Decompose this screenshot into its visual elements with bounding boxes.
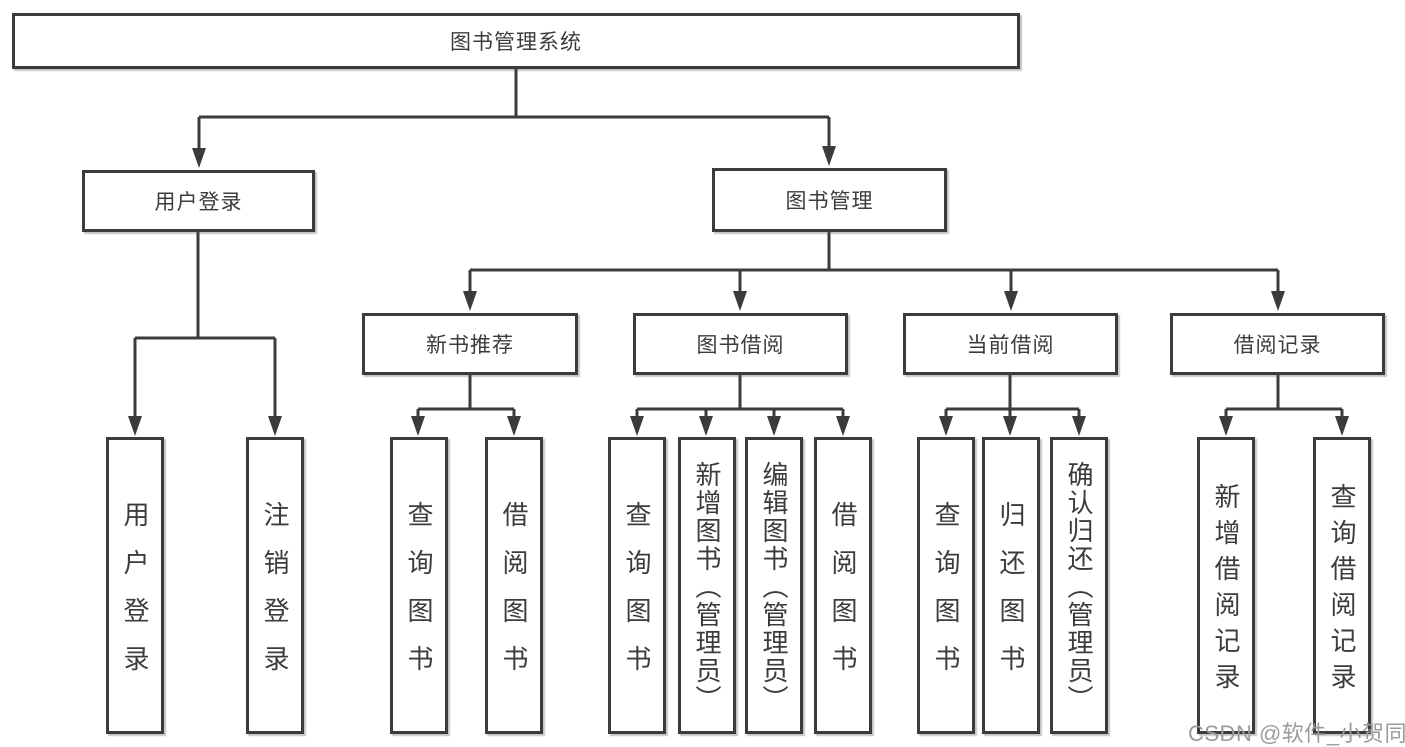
leaf-label: 用户登录 (120, 500, 150, 693)
arrowhead-leaf-logout (268, 416, 282, 436)
leaf-add-book-admin: 新增图书（管理员） (678, 437, 736, 734)
leaf-label: 查询图书 (931, 500, 961, 693)
arrowhead-br2 (1335, 416, 1349, 436)
arrowhead-newbook (463, 291, 477, 311)
node-label: 借阅记录 (1233, 334, 1322, 357)
leaf-add-borrow-record: 新增借阅记录 (1197, 437, 1255, 734)
node-user-login: 用户登录 (82, 170, 315, 232)
leaf-label: 查询图书 (404, 500, 434, 693)
leaf-confirm-return-admin: 确认归还（管理员） (1050, 437, 1108, 734)
arrowhead-leaf-login (128, 416, 142, 436)
leaf-label: 借阅图书 (499, 500, 529, 693)
node-label: 图书管理系统 (450, 31, 582, 54)
node-label: 图书借阅 (696, 334, 785, 357)
node-label: 图书管理 (785, 190, 874, 213)
arrowhead-records (1271, 291, 1285, 311)
leaf-edit-book-admin: 编辑图书（管理员） (745, 437, 803, 734)
node-library-system: 图书管理系统 (12, 13, 1020, 69)
arrowhead-bb2 (699, 416, 713, 436)
leaf-logout: 注销登录 (246, 437, 304, 734)
node-book-borrow: 图书借阅 (633, 313, 848, 375)
arrowhead-nb2 (507, 416, 521, 436)
leaf-label: 查询借阅记录 (1327, 482, 1357, 699)
leaf-borrow-books-2: 借阅图书 (814, 437, 872, 734)
arrowhead-bb3 (767, 416, 781, 436)
leaf-query-books-2: 查询图书 (608, 437, 666, 734)
leaf-user-login: 用户登录 (106, 437, 164, 734)
arrowhead-book-mgmt (822, 146, 836, 166)
node-label: 用户登录 (154, 191, 243, 214)
arrowhead-current (1004, 291, 1018, 311)
arrowhead-br1 (1219, 416, 1233, 436)
node-current-borrow: 当前借阅 (903, 313, 1118, 375)
leaf-query-borrow-record: 查询借阅记录 (1313, 437, 1371, 734)
leaf-label: 新增借阅记录 (1211, 482, 1241, 699)
leaf-label: 借阅图书 (828, 500, 858, 693)
node-new-book-recommend: 新书推荐 (362, 313, 578, 375)
arrowhead-borrow (733, 291, 747, 311)
leaf-label: 查询图书 (622, 500, 652, 693)
leaf-label: 确认归还（管理员） (1064, 460, 1094, 713)
leaf-query-books-1: 查询图书 (390, 437, 448, 734)
arrowhead-nb1 (411, 416, 425, 436)
leaf-label: 注销登录 (260, 500, 290, 693)
arrowhead-user-login (192, 148, 206, 168)
leaf-borrow-books-1: 借阅图书 (485, 437, 543, 734)
leaf-label: 编辑图书（管理员） (759, 460, 789, 713)
node-label: 新书推荐 (426, 334, 514, 357)
leaf-label: 新增图书（管理员） (692, 460, 722, 713)
arrowhead-bb1 (630, 416, 644, 436)
arrowhead-cb2 (1003, 416, 1017, 436)
arrowhead-bb4 (836, 416, 850, 436)
node-book-management: 图书管理 (712, 168, 947, 232)
node-label: 当前借阅 (966, 334, 1055, 357)
arrowhead-cb3 (1072, 416, 1086, 436)
leaf-return-book: 归还图书 (982, 437, 1040, 734)
leaf-label: 归还图书 (996, 500, 1026, 693)
arrowhead-cb1 (939, 416, 953, 436)
csdn-watermark: CSDN @软件_小贺同学 (1188, 721, 1405, 746)
leaf-query-books-3: 查询图书 (917, 437, 975, 734)
node-borrow-records: 借阅记录 (1170, 313, 1385, 375)
